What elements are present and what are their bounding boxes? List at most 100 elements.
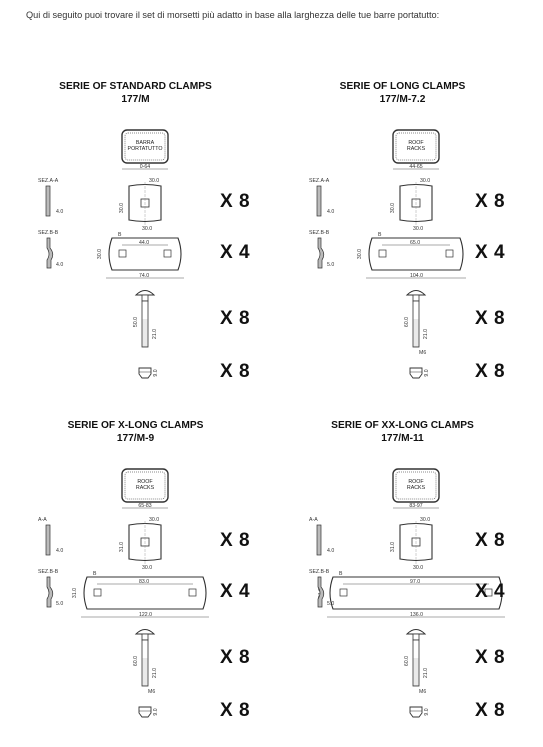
bolt-thread-length: 21.0 xyxy=(152,668,158,678)
technical-drawing: ROOFRACKS65-8330.030.031.0A-A4.083.0122.… xyxy=(38,468,209,718)
plate-b-height: 30.0 xyxy=(357,249,363,259)
plate-a: 30.030.031.0 xyxy=(119,517,162,571)
section-b: SEZ.B-B4.0 xyxy=(38,230,63,269)
bolt-length: 60.0 xyxy=(404,656,410,666)
section-a-label: SEZ.A-A xyxy=(38,178,59,184)
qty-plate-b: X 4 xyxy=(475,242,506,263)
bar-width-dim: 83-97 xyxy=(409,503,422,509)
section-a: A-A 4.0 xyxy=(309,517,334,556)
section-b-label: SEZ.B-B xyxy=(309,569,330,575)
section-a-thickness: 4.0 xyxy=(56,548,63,554)
section-b-thickness: 5.0 xyxy=(327,262,334,268)
section-a-label: SEZ.A-A xyxy=(309,178,330,184)
bolt-size: M6 xyxy=(419,689,426,695)
section-b-thickness: 5.0 xyxy=(56,601,63,607)
carriage-bolt: 60.0 21.0M6 xyxy=(404,290,429,356)
plate-a-width-dim: 30.0 xyxy=(413,226,423,232)
qty-plate-a: X 8 xyxy=(475,191,506,212)
plate-b-length: 104.0 xyxy=(410,273,423,279)
qty-plate-b: X 4 xyxy=(220,581,251,602)
plate-a-width: 30.0 xyxy=(420,178,430,184)
plate-b-hole-spacing: 97.0 xyxy=(410,579,420,585)
intro-text: Qui di seguito puoi trovare il set di mo… xyxy=(26,10,440,20)
plate-b-length: 136.0 xyxy=(410,612,423,618)
plate-a-height: 30.0 xyxy=(390,203,396,213)
plate-b-height: 30.0 xyxy=(97,249,103,259)
section-b-thickness: 4.0 xyxy=(56,262,63,268)
bar-label: ROOF xyxy=(137,479,153,485)
bolt-thread-length: 21.0 xyxy=(423,329,429,339)
plate-b: 44.074.030.0B xyxy=(97,232,184,279)
plate-b: 65.0 104.0 30.0 B xyxy=(357,232,466,279)
bolt-size: M6 xyxy=(419,350,426,356)
section-b-marker: B xyxy=(378,232,382,238)
section-a-thickness: 4.0 xyxy=(56,209,63,215)
section-a-thickness: 4.0 xyxy=(327,548,334,554)
plate-a: 30.030.031.0 xyxy=(390,517,433,571)
qty-nut: X 8 xyxy=(220,700,251,721)
plate-a: 30.0 30.0 30.0 xyxy=(390,178,433,232)
plate-a: 30.030.030.0 xyxy=(119,178,162,232)
section-a: SEZ.A-A4.0 xyxy=(309,178,334,217)
bolt-size: M6 xyxy=(148,689,155,695)
bar-label: RACKS xyxy=(407,146,426,152)
plate-a-height: 31.0 xyxy=(119,542,125,552)
qty-plate-a: X 8 xyxy=(475,530,506,551)
series-title: SERIE OF XX-LONG CLAMPS xyxy=(331,420,474,431)
bolt-length: 60.0 xyxy=(133,656,139,666)
nut: 9.0 xyxy=(409,706,430,718)
series-code: 177/M-11 xyxy=(381,433,424,444)
series-code: 177/M-7.2 xyxy=(379,94,426,105)
plate-b-length: 122.0 xyxy=(139,612,152,618)
nut: 9.0 xyxy=(138,367,159,379)
bar-width-dim: 44-65 xyxy=(409,164,422,170)
bolt-length: 50.0 xyxy=(133,317,139,327)
plate-b-hole-spacing: 65.0 xyxy=(410,240,420,246)
nut: 9.0 xyxy=(138,706,159,718)
qty-plate-a: X 8 xyxy=(220,191,251,212)
qty-bolt: X 8 xyxy=(220,308,251,329)
qty-nut: X 8 xyxy=(475,361,506,382)
plate-b-hole-spacing: 44.0 xyxy=(139,240,149,246)
plate-a-width-dim: 30.0 xyxy=(413,565,423,571)
plate-b-hole-spacing: 83.0 xyxy=(139,579,149,585)
qty-nut: X 8 xyxy=(220,361,251,382)
bar-label: BARRA xyxy=(136,140,155,146)
section-a-label: A-A xyxy=(309,517,318,523)
qty-nut: X 8 xyxy=(475,700,506,721)
series-title: SERIE OF X-LONG CLAMPS xyxy=(67,420,204,431)
bar-width-dim: 0-64 xyxy=(140,164,150,170)
bolt-thread-length: 21.0 xyxy=(152,329,158,339)
carriage-bolt: 60.0 21.0M6 xyxy=(133,629,158,695)
series-title: SERIE OF STANDARD CLAMPS xyxy=(59,81,212,92)
qty-bolt: X 8 xyxy=(475,308,506,329)
bolt-length: 60.0 xyxy=(404,317,410,327)
nut-size: 9.0 xyxy=(424,708,430,715)
plate-a-width-dim: 30.0 xyxy=(142,565,152,571)
plate-a-height: 31.0 xyxy=(390,542,396,552)
plate-a-height: 30.0 xyxy=(119,203,125,213)
plate-a-width: 30.0 xyxy=(149,178,159,184)
carriage-bolt: 50.0 21.0 xyxy=(133,290,158,348)
section-b-label: SEZ.B-B xyxy=(309,230,330,236)
series-title: SERIE OF LONG CLAMPS xyxy=(339,81,466,92)
section-a-label: A-A xyxy=(38,517,47,523)
nut-size: 9.0 xyxy=(153,369,159,376)
carriage-bolt: 60.0 21.0M6 xyxy=(404,629,429,695)
bar-label: ROOF xyxy=(408,140,424,146)
bolt-thread-length: 21.0 xyxy=(423,668,429,678)
bar-label: PORTATUTTO xyxy=(128,146,163,152)
section-b: SEZ.B-B5.0 xyxy=(38,569,63,608)
bar-width-dim: 65-83 xyxy=(138,503,151,509)
section-b-thickness: 5.0 xyxy=(327,601,334,607)
